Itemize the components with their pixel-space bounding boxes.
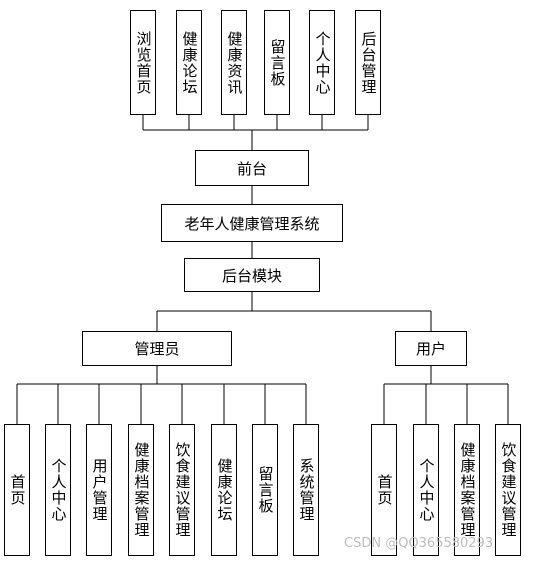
admin-module-personal-center: 个人中心 — [45, 424, 71, 556]
user-module-health-record-management: 健康档案管理 — [454, 424, 480, 556]
admin-module-user-management: 用户管理 — [86, 424, 112, 556]
admin-node: 管理员 — [82, 331, 232, 366]
admin-module-health-forum: 健康论坛 — [211, 424, 237, 556]
system-root-node: 老年人健康管理系统 — [161, 204, 343, 242]
admin-module-diet-advice-management: 饮食建议管理 — [169, 424, 195, 556]
frontend-module-admin-entry: 后台管理 — [355, 10, 381, 115]
admin-module-home: 首页 — [4, 424, 30, 556]
frontend-module-health-news: 健康资讯 — [221, 10, 247, 115]
user-module-diet-advice-management: 饮食建议管理 — [495, 424, 521, 556]
frontend-module-browse-home: 浏览首页 — [130, 10, 156, 115]
user-module-personal-center: 个人中心 — [413, 424, 439, 556]
admin-module-system-management: 系统管理 — [293, 424, 319, 556]
admin-module-health-record-management: 健康档案管理 — [128, 424, 154, 556]
user-node: 用户 — [395, 331, 467, 366]
user-module-home: 首页 — [371, 424, 397, 556]
frontend-module-message-board: 留言板 — [264, 10, 290, 115]
frontend-module-personal-center: 个人中心 — [309, 10, 335, 115]
admin-module-message-board: 留言板 — [252, 424, 278, 556]
backend-node: 后台模块 — [184, 258, 320, 292]
frontend-node: 前台 — [195, 150, 309, 186]
watermark-text: CSDN @QQ365580293 — [344, 536, 494, 551]
frontend-module-health-forum: 健康论坛 — [176, 10, 202, 115]
